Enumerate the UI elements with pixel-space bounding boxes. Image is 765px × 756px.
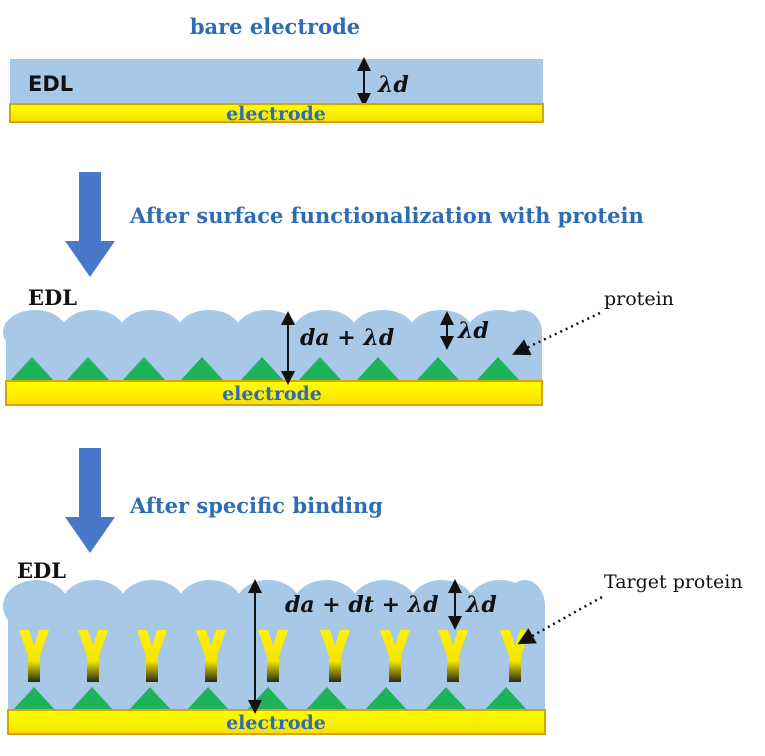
panel3-edl-label: EDL	[17, 558, 66, 583]
panel1-edl-label: EDL	[28, 72, 73, 96]
panel1-edl-layer	[10, 59, 543, 105]
panel2-lambda-label: λd	[457, 318, 489, 344]
panel2-protein-pointer	[512, 311, 601, 356]
panel3-lambda-label: λd	[465, 592, 497, 618]
panel2-protein-label: protein	[604, 288, 674, 310]
step1-label: After surface functionalization with pro…	[129, 203, 644, 228]
panel2-electrode-label: electrode	[222, 383, 322, 405]
panel2-protein-row	[10, 357, 520, 381]
panel2-electrode	[5, 380, 543, 406]
step1-arrow-icon	[65, 172, 115, 277]
panel1-electrode	[9, 103, 544, 123]
step2-arrow-icon	[65, 448, 115, 553]
panel2-edl-layer	[3, 310, 542, 382]
panel3-protein-row	[12, 687, 528, 711]
panel3-target-pointer	[517, 595, 603, 645]
panel3-electrode-label: electrode	[226, 712, 326, 734]
panel2-thickness-label: da + λd	[300, 325, 394, 351]
panel3-target-label: Target protein	[604, 571, 743, 593]
panel1-lambda-label: λd	[377, 72, 409, 98]
step2-label: After specific binding	[129, 493, 383, 518]
panel1-electrode-label: electrode	[226, 103, 326, 125]
panel3-thickness-label: da + dt + λd	[285, 592, 439, 618]
panel2-edl-label: EDL	[28, 285, 77, 310]
panel3-electrode	[7, 709, 546, 735]
panel1-title: bare electrode	[190, 14, 360, 39]
